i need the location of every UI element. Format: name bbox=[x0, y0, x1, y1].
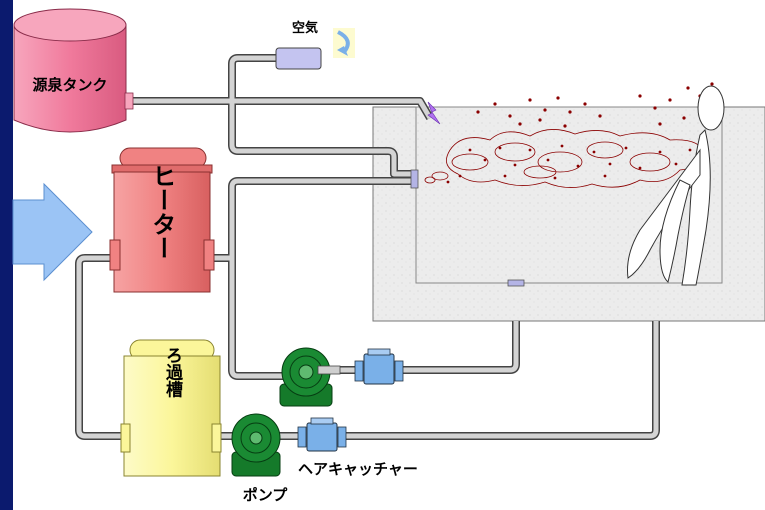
heater-label: ヒーター bbox=[148, 164, 176, 260]
hair-catcher-upper bbox=[354, 348, 404, 385]
side-bar bbox=[0, 0, 13, 510]
pump-upper bbox=[279, 347, 341, 407]
air-inlet: 空気 bbox=[275, 20, 355, 70]
pipes bbox=[75, 54, 660, 440]
pump-label: ポンプ bbox=[243, 486, 289, 504]
inlet-nozzle bbox=[410, 169, 419, 189]
source-tank-label: 源泉タンク bbox=[32, 76, 107, 94]
hair-catcher-label: ヘアキャッチャー bbox=[298, 460, 418, 478]
input-arrow bbox=[12, 182, 93, 282]
bubble-cloud bbox=[424, 129, 706, 188]
bath-outlet bbox=[507, 279, 525, 287]
lightning-icon bbox=[427, 101, 441, 125]
bubble-dots bbox=[446, 82, 714, 184]
pump-lower: ポンプ bbox=[231, 413, 289, 504]
filter-tank: ろ過槽 bbox=[120, 339, 222, 477]
filter-tank-label: ろ過槽 bbox=[162, 347, 183, 399]
air-label: 空気 bbox=[292, 20, 318, 36]
heater: ヒーター bbox=[109, 147, 215, 293]
curved-arrow-icon bbox=[333, 28, 355, 58]
person-silhouette bbox=[627, 85, 725, 286]
hair-catcher-lower: ヘアキャッチャー bbox=[297, 417, 418, 478]
source-tank: 源泉タンク bbox=[13, 8, 134, 133]
